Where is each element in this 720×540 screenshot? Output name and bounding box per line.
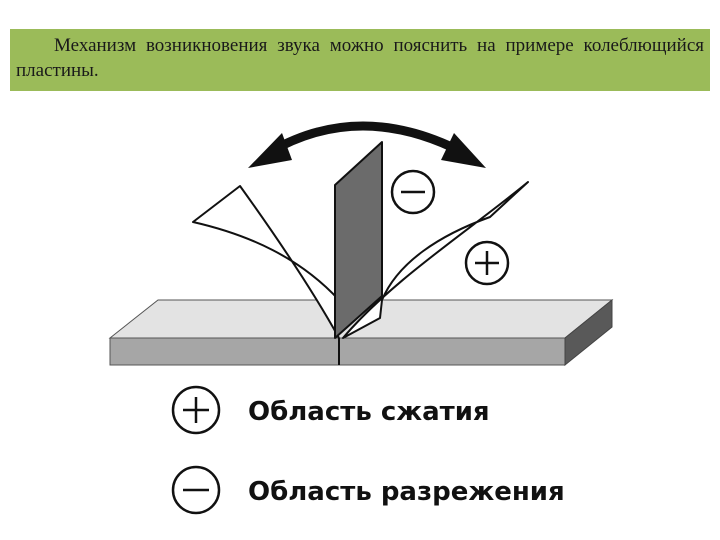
oscillation-arrow bbox=[267, 121, 465, 157]
arrowhead-right bbox=[441, 133, 486, 168]
base-side-face bbox=[564, 298, 613, 367]
legend-compression-label: Область сжатия bbox=[248, 397, 490, 427]
base-front-face bbox=[109, 337, 566, 366]
legend-rarefaction: Область разрежения bbox=[171, 465, 565, 515]
compression-marker bbox=[464, 240, 510, 286]
right-deflected-plate bbox=[342, 181, 529, 339]
legend-compression: Область сжатия bbox=[171, 385, 490, 435]
caption-box: Механизм возникновения звука можно поясн… bbox=[10, 29, 710, 91]
left-deflected-plate bbox=[192, 185, 340, 339]
rarefaction-marker bbox=[390, 169, 436, 215]
central-plate bbox=[334, 141, 383, 339]
arrowhead-left bbox=[248, 133, 292, 168]
legend-rarefaction-label: Область разрежения bbox=[248, 477, 565, 507]
